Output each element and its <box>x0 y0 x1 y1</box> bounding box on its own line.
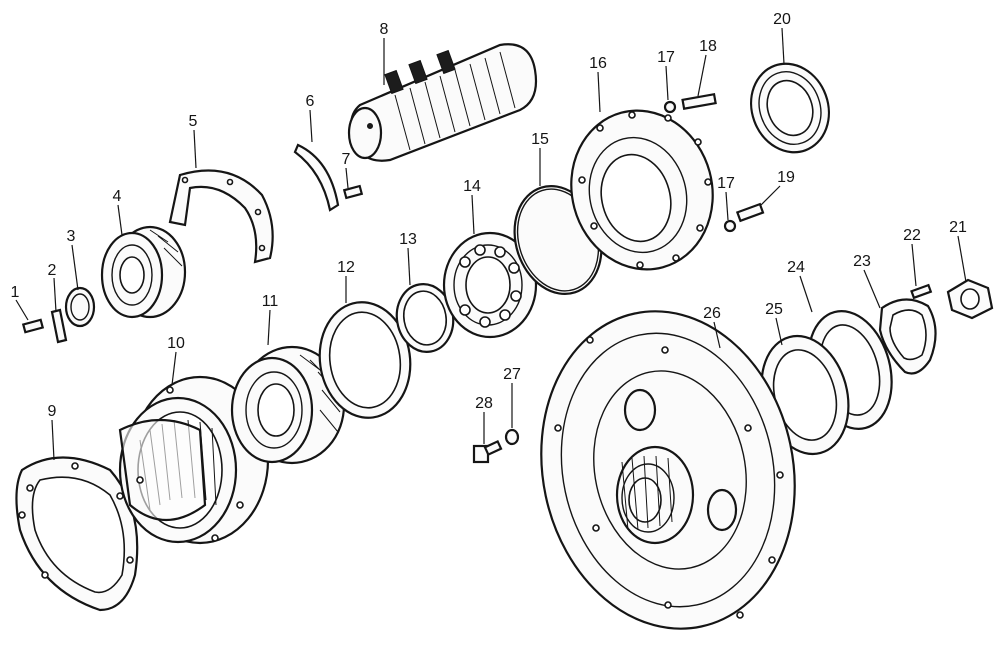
callout-11: 11 <box>262 293 279 310</box>
part-pinion-shaft-8 <box>347 43 538 162</box>
callout-16: 16 <box>589 55 607 72</box>
callout-8: 8 <box>380 21 389 38</box>
leader-lines <box>15 27 967 461</box>
part-nut-17b <box>723 219 737 233</box>
callout-24: 24 <box>787 259 805 276</box>
callout-15: 15 <box>531 131 549 148</box>
callout-1: 1 <box>11 284 20 301</box>
callout-28: 28 <box>475 395 493 412</box>
part-roller-bearing-11 <box>230 345 346 465</box>
callout-3: 3 <box>67 228 76 245</box>
part-bearing-carrier-16 <box>570 109 714 271</box>
part-screw-22 <box>910 283 933 300</box>
callout-17b: 17 <box>717 175 735 192</box>
part-spacer-ring-13 <box>395 283 455 353</box>
part-lock-washer-23 <box>878 298 937 375</box>
callout-14: 14 <box>463 178 481 195</box>
part-thrust-washer-12 <box>318 301 412 419</box>
part-nut-27 <box>504 428 520 446</box>
callout-10: 10 <box>167 335 185 352</box>
part-oil-seal-20 <box>750 62 830 154</box>
callout-2: 2 <box>48 262 57 279</box>
callout-23: 23 <box>853 253 871 270</box>
part-lock-tab-2 <box>50 308 68 344</box>
part-bolt-18 <box>681 93 717 110</box>
callout-17a: 17 <box>657 49 675 66</box>
callout-20: 20 <box>773 11 791 28</box>
part-flange-gasket <box>15 456 139 612</box>
callout-18: 18 <box>699 38 717 55</box>
part-lock-plate-6 <box>293 143 340 212</box>
part-roller-bearing-4 <box>100 225 187 319</box>
part-bolt-19 <box>735 202 765 223</box>
part-bolt-7 <box>342 184 364 200</box>
callout-5: 5 <box>189 113 198 130</box>
callout-4: 4 <box>113 188 122 205</box>
part-retainer-plate-5 <box>168 169 274 264</box>
callout-12: 12 <box>337 259 355 276</box>
part-ball-bearing-14 <box>442 231 538 339</box>
part-castle-nut-21 <box>946 278 994 320</box>
part-bolt-1 <box>21 318 45 334</box>
part-nut-17a <box>663 100 677 114</box>
callout-13: 13 <box>399 231 417 248</box>
callout-6: 6 <box>306 93 315 110</box>
callout-22: 22 <box>903 227 921 244</box>
callout-labels: 1 2 3 4 5 6 7 8 9 10 11 12 13 14 15 16 1… <box>11 11 967 420</box>
callout-9: 9 <box>48 403 57 420</box>
part-output-cover-26 <box>540 310 796 630</box>
callout-21: 21 <box>949 219 967 236</box>
callout-25: 25 <box>765 301 783 318</box>
callout-26: 26 <box>703 305 721 322</box>
callout-7: 7 <box>342 151 351 168</box>
part-seal-washer-3 <box>64 286 96 328</box>
part-bolt-28 <box>472 439 503 464</box>
callout-19: 19 <box>777 169 795 186</box>
callout-27: 27 <box>503 366 521 383</box>
